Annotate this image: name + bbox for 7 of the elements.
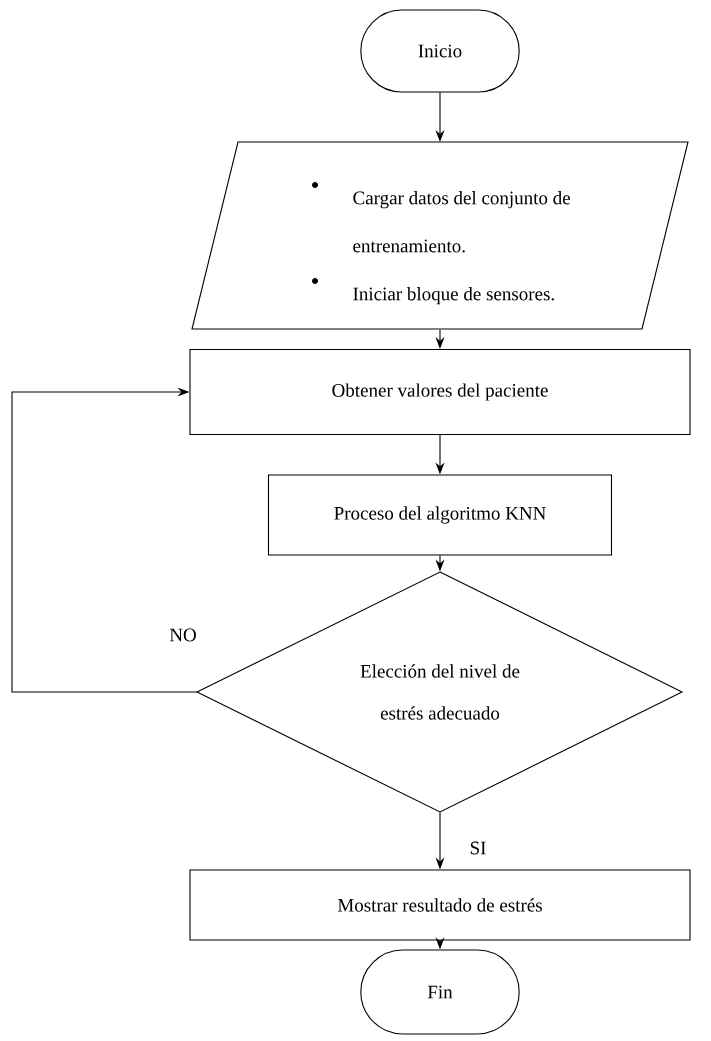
edge-label: SI — [468, 840, 488, 856]
arrow — [11, 387, 198, 693]
process-box: Obtener valores del paciente — [189, 348, 691, 436]
data-parallelogram: Cargar datos del conjunto de entrenamiento. Iniciar bloque de sensores. — [191, 141, 689, 330]
edge-label: NO — [168, 627, 198, 643]
process-box: Proceso del algoritmo KNN — [267, 474, 613, 556]
process-box: Mostrar resultado de estrés — [189, 869, 691, 941]
